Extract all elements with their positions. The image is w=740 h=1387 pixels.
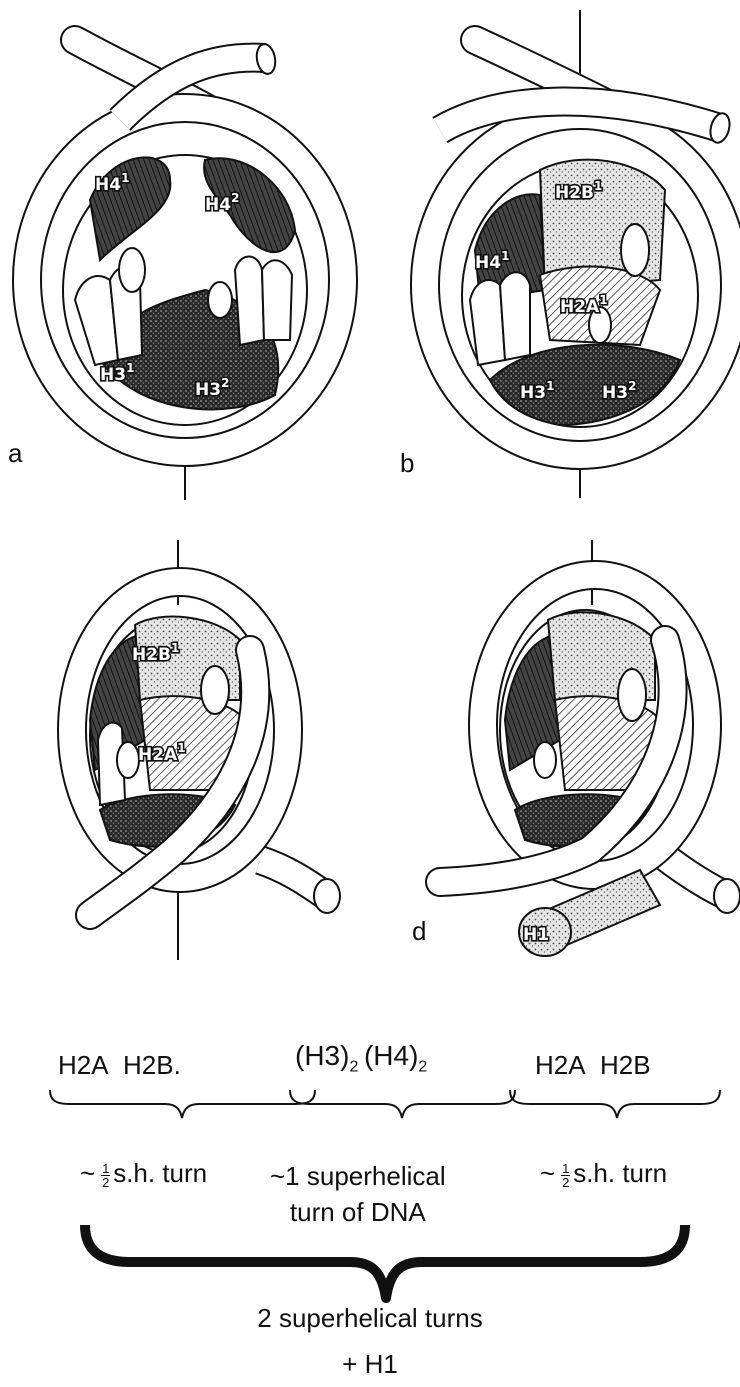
group-middle-label: (H3)2 (H4)2 <box>295 1040 427 1077</box>
panel-c: H2B1 H2A1 <box>72 540 340 960</box>
group-left-label: H2A H2B. <box>58 1050 181 1081</box>
panel-letter-a: a <box>8 438 23 468</box>
turn-middle-label: ~1 superhelical turn of DNA <box>270 1158 446 1230</box>
small-braces <box>50 1090 720 1118</box>
panel-d: H1 d <box>412 540 740 956</box>
panel-a: H41 H42 H31 H32 a <box>8 40 343 500</box>
brace-middle <box>290 1090 515 1118</box>
group-right-label: H2A H2B <box>535 1050 651 1081</box>
brace-left <box>50 1090 315 1118</box>
panel-letter-b: b <box>400 448 414 478</box>
label-h1: H1 <box>523 925 549 945</box>
brace-right <box>510 1090 720 1118</box>
brace-total <box>85 1225 685 1298</box>
panel-b: H2B1 H41 H2A1 H31 H32 b <box>400 10 735 498</box>
total-label: 2 superhelical turns + H1 <box>0 1295 740 1387</box>
panel-letter-d: d <box>412 916 426 946</box>
